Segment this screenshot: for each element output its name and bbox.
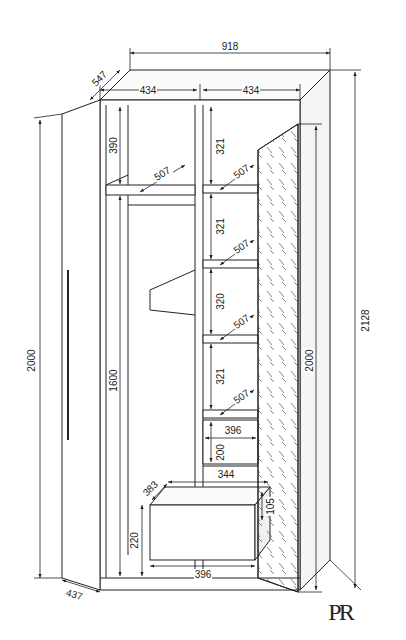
dimension-label: 2000 (304, 348, 315, 372)
dimension-label: 396 (194, 569, 213, 580)
dimension-label: 105 (265, 497, 276, 516)
dimension-label: 437 (63, 586, 84, 602)
dimension-label: 321 (215, 367, 226, 386)
dimension-label: 1600 (108, 368, 119, 392)
dimension-label: 547 (89, 68, 110, 89)
dimension-label: 2000 (26, 348, 37, 372)
dimension-lines (34, 48, 361, 592)
dimension-label: 434 (242, 85, 261, 96)
dimension-label: 390 (108, 136, 119, 155)
cabinet-body (62, 70, 330, 592)
dimension-label: 321 (215, 137, 226, 156)
dimension-label: 344 (217, 469, 236, 480)
dimension-label: 918 (221, 41, 240, 52)
dimension-label: 200 (215, 443, 226, 462)
dimension-label: 321 (215, 217, 226, 236)
dimension-label: 320 (215, 292, 226, 311)
dimension-label: 396 (224, 425, 243, 436)
dimension-label: 2128 (360, 308, 371, 332)
brand-logo: PR (327, 599, 352, 625)
dimension-label: 220 (129, 531, 140, 550)
dimension-label: 434 (139, 85, 158, 96)
